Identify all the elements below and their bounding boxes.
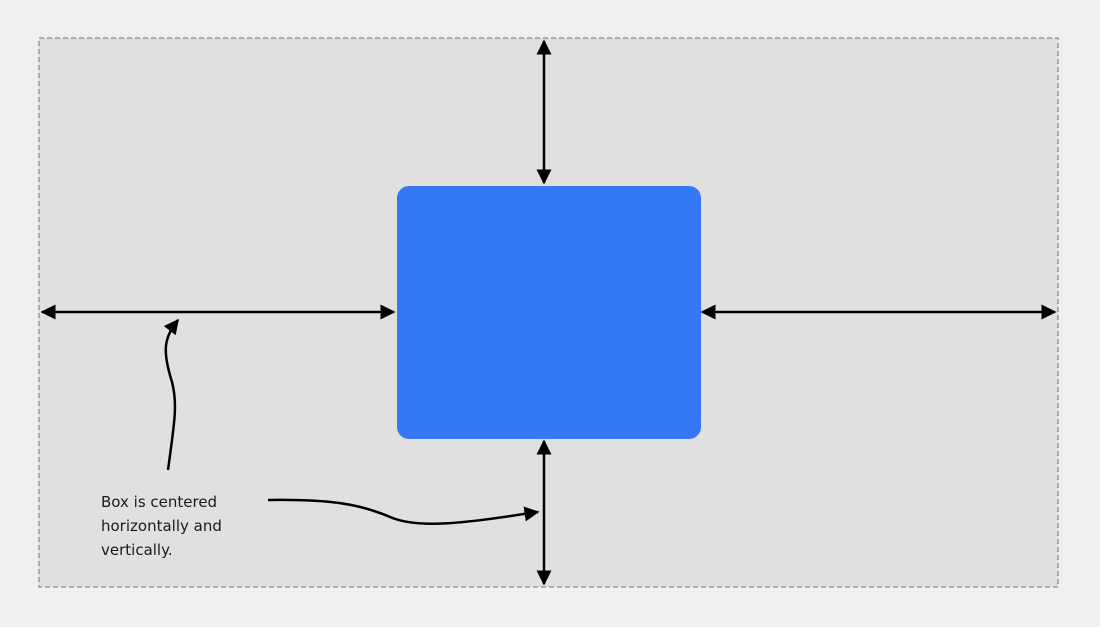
annotation-pointer-horizontal [163, 318, 179, 471]
annotation-line: vertically. [101, 541, 173, 559]
annotation-pointer-vertical [267, 498, 540, 526]
annotation-line: Box is centered [101, 493, 217, 511]
annotation-line: horizontally and [101, 517, 222, 535]
centered-box [397, 186, 701, 439]
annotation-text: Box is centered horizontally and vertica… [101, 493, 227, 559]
